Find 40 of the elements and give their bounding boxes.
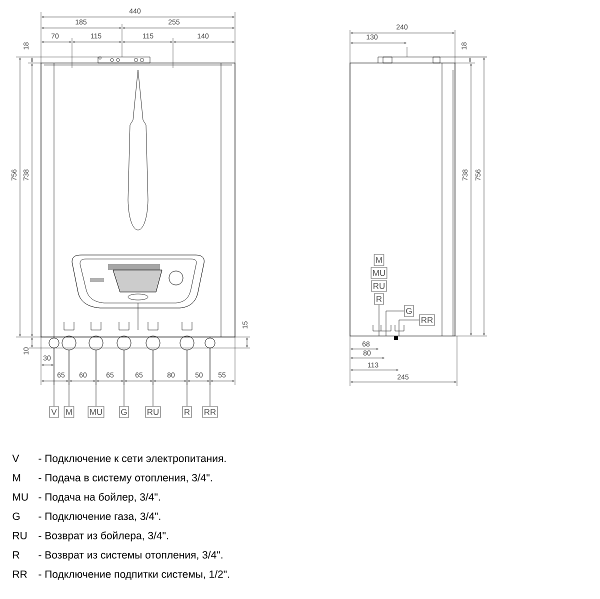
key-code: MU	[13, 493, 28, 501]
label-box: RU	[371, 280, 387, 292]
leader-line	[386, 310, 404, 336]
leader-line	[68, 350, 70, 406]
connection-circle	[62, 336, 76, 350]
connection-circle	[180, 336, 194, 350]
key-code: G	[12, 512, 20, 520]
label-box: G	[404, 305, 414, 317]
label-box: MU	[88, 406, 104, 418]
connection-circle	[88, 336, 104, 350]
label-box: M	[374, 254, 384, 266]
connection-circle	[116, 336, 132, 350]
label-box: G	[119, 406, 129, 418]
key-code: RR	[13, 570, 27, 578]
label-box: R	[182, 406, 192, 418]
leader-line	[186, 350, 188, 406]
key-description: - Возврат из системы отопления, 3/4".	[38, 550, 222, 561]
label-box: MU	[370, 267, 388, 279]
key-code: RU	[13, 532, 27, 540]
label-box: V	[49, 406, 59, 418]
key-description: - Подача в систему отопления, 3/4".	[38, 474, 212, 484]
key-description: - Подключение к сети электропитания.	[38, 454, 226, 464]
label-box: RR	[202, 406, 218, 418]
key-description: - Подключение газа, 3/4".	[38, 512, 160, 522]
connection-circle	[204, 338, 216, 348]
key-code: R	[13, 551, 20, 558]
label-box: R	[374, 293, 384, 305]
key-code: M	[13, 474, 20, 482]
leader-line	[152, 350, 154, 406]
leader-line	[398, 320, 420, 336]
key-code: V	[12, 454, 20, 462]
label-box: RU	[145, 406, 161, 418]
key-description: - Возврат из бойлера, 3/4".	[38, 531, 168, 542]
label-box: RR	[419, 314, 435, 326]
connection-circle	[48, 338, 60, 348]
leader-line	[378, 304, 380, 336]
label-box: M	[64, 406, 74, 418]
key-description: - Подача на бойлер, 3/4".	[38, 492, 160, 503]
key-description: - Подключение подпитки системы, 1/2".	[38, 570, 230, 580]
connection-circle	[146, 336, 160, 350]
